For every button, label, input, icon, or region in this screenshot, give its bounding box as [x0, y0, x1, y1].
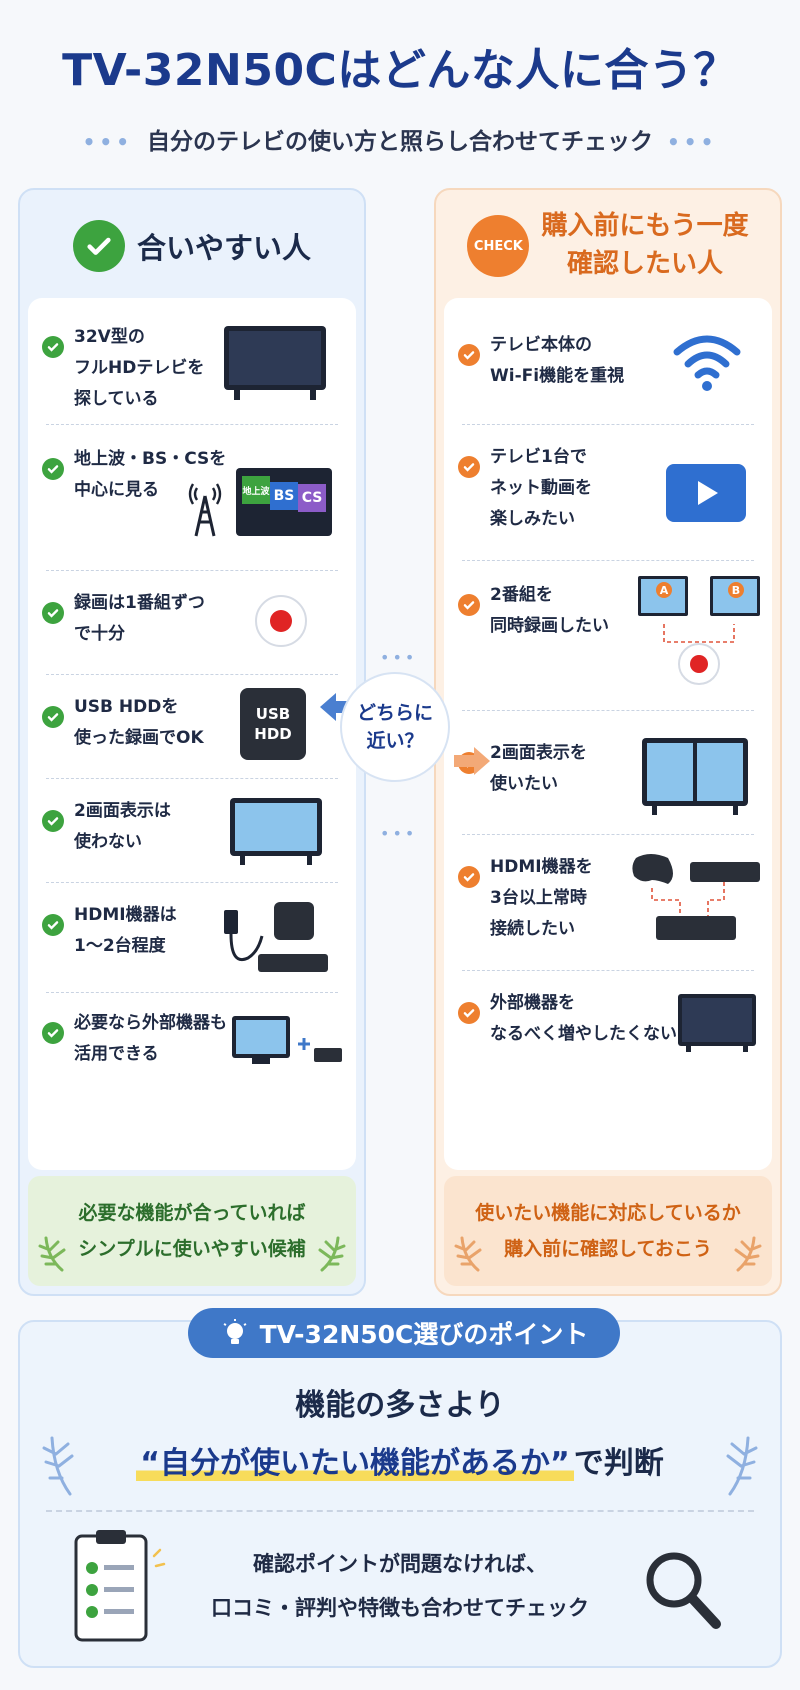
list-item: 外部機器を なるべく増やしたくない: [444, 970, 772, 1082]
left-panel-summary: 必要な機能が合っていれば シンプルに使いやすい候補: [28, 1176, 356, 1286]
check-icon: [72, 220, 125, 272]
magnifier-icon: [646, 1552, 721, 1629]
list-item: 2番組を 同時録画したい A B: [444, 560, 772, 710]
check-icon: [458, 344, 480, 366]
page-subtitle: ••• 自分のテレビの使い方と照らし合わせてチェック •••: [0, 122, 800, 156]
left-panel-header: 合いやすい人: [20, 190, 364, 302]
point-highlight: “自分が使いたい機能があるか”: [136, 1446, 574, 1481]
wifi-icon: [673, 335, 741, 391]
page-title: TV-32N50Cはどんな人に合う？: [62, 45, 738, 96]
video-play-icon: [666, 464, 746, 522]
hdmi-device-icon: [224, 902, 328, 972]
tv-plus-device-icon: [232, 1016, 342, 1064]
list-item: 32V型の フルHDテレビを 探している: [28, 298, 356, 424]
list-item-text: HDMI機器は 1～2台程度: [74, 905, 177, 956]
leaf-icon: [734, 1236, 762, 1272]
point-pill: TV-32N50C選びのポイント: [188, 1308, 620, 1358]
dual-record-icon: [638, 576, 760, 685]
list-item: 地上波・BS・CSを 中心に見る 地上波 BS CS: [28, 424, 356, 570]
list-item: テレビ本体の Wi-Fi機能を重視: [444, 298, 772, 424]
leaf-icon: [726, 1436, 758, 1496]
lightbulb-icon: [223, 1319, 247, 1344]
center-question-bubble: どちらに 近い？: [340, 672, 450, 782]
point-line-3: 確認ポイントが問題なければ、 口コミ・評判や特徴も合わせてチェック: [211, 1552, 589, 1621]
list-item-text: 2番組を 同時録画したい: [490, 585, 609, 636]
usb-hdd-icon: USB HDD: [240, 688, 306, 760]
check-icon: [42, 706, 64, 728]
check-icon: [458, 866, 480, 888]
leaf-icon: [38, 1236, 66, 1272]
right-panel-summary-text: 使いたい機能に対応しているか 購入前に確認しておこう: [475, 1201, 741, 1260]
list-item: HDMI機器は 1～2台程度: [28, 882, 356, 992]
record-icon: [255, 595, 307, 647]
point-line-2: “自分が使いたい機能があるか”で判断: [20, 1438, 780, 1482]
channel-label-b: B: [728, 582, 744, 598]
list-item: 必要なら外部機器も 活用できる: [28, 992, 356, 1102]
subtitle-text: 自分のテレビの使い方と照らし合わせてチェック: [147, 129, 653, 155]
check-icon: [458, 1002, 480, 1024]
list-item-text: 外部機器を なるべく増やしたくない: [490, 993, 677, 1044]
list-item: USB HDDを 使った録画でOK USB HDD: [28, 674, 356, 778]
channel-badge: BS: [270, 482, 298, 510]
broadcast-tv-icon: 地上波 BS CS: [236, 468, 332, 536]
channel-badge: CS: [298, 484, 326, 512]
list-item-text: 録画は1番組ずつ で十分: [74, 593, 205, 644]
point-line-2-rest: で判断: [573, 1446, 664, 1481]
check-icon: [42, 602, 64, 624]
check-icon: [42, 458, 64, 480]
left-panel: 合いやすい人 32V型の フルHDテレビを 探している 地上波・BS・CSを 中…: [18, 188, 366, 1296]
leaf-icon: [318, 1236, 346, 1272]
point-box: TV-32N50C選びのポイント 機能の多さより “自分が使いたい機能があるか”…: [18, 1308, 782, 1668]
center-question-text: どちらに 近い？: [356, 701, 433, 753]
list-item-text: 必要なら外部機器も 活用できる: [74, 1013, 227, 1064]
channel-label-a: A: [656, 582, 672, 598]
list-item: テレビ1台で ネット動画を 楽しみたい: [444, 424, 772, 560]
point-pill-text: TV-32N50C選びのポイント: [259, 1320, 589, 1349]
right-panel-header: CHECK 購入前にもう一度 確認したい人: [436, 190, 780, 302]
game-controller-icon: [632, 854, 760, 940]
check-icon: [458, 456, 480, 478]
list-item-text: 32V型の フルHDテレビを 探している: [74, 327, 205, 409]
right-item-list: テレビ本体の Wi-Fi機能を重視 テレビ1台で ネット動画を 楽しみたい 2番…: [444, 298, 772, 1170]
list-item-text: テレビ本体の Wi-Fi機能を重視: [490, 335, 625, 386]
checklist-clipboard-icon: [74, 1530, 166, 1642]
right-panel-heading: 購入前にもう一度 確認したい人: [541, 211, 749, 279]
list-item-text: 2画面表示は 使わない: [74, 801, 171, 852]
point-line-1: 機能の多さより: [295, 1388, 505, 1423]
decor-dots: •••: [380, 648, 418, 667]
decor-dots: •••: [667, 130, 718, 154]
left-item-list: 32V型の フルHDテレビを 探している 地上波・BS・CSを 中心に見る 地上…: [28, 298, 356, 1170]
check-icon: [42, 914, 64, 936]
tv-icon: [230, 798, 322, 865]
right-panel: CHECK 購入前にもう一度 確認したい人 テレビ本体の Wi-Fi機能を重視 …: [434, 188, 782, 1296]
right-panel-summary: 使いたい機能に対応しているか 購入前に確認しておこう: [444, 1176, 772, 1286]
list-item: 録画は1番組ずつ で十分: [28, 570, 356, 674]
check-icon: [42, 1022, 64, 1044]
check-badge: CHECK: [467, 215, 530, 277]
list-item-text: 地上波・BS・CSを 中心に見る: [74, 449, 227, 500]
list-item: 2画面表示を 使いたい: [444, 710, 772, 834]
check-icon: [42, 810, 64, 832]
arrow-right-icon: [454, 747, 490, 775]
left-panel-heading: 合いやすい人: [136, 231, 311, 265]
leaf-icon: [42, 1436, 74, 1496]
tv-icon: [224, 326, 326, 400]
list-item-text: USB HDDを 使った録画でOK: [74, 697, 204, 748]
decor-dots: •••: [82, 130, 133, 154]
list-item: HDMI機器を 3台以上常時 接続したい: [444, 834, 772, 970]
tv-icon: [678, 994, 756, 1052]
check-icon: [42, 336, 64, 358]
list-item-text: HDMI機器を 3台以上常時 接続したい: [490, 857, 593, 939]
leaf-icon: [454, 1236, 482, 1272]
left-panel-summary-text: 必要な機能が合っていれば シンプルに使いやすい候補: [78, 1201, 306, 1260]
list-item-text: 2画面表示を 使いたい: [490, 743, 587, 794]
decor-dots: •••: [380, 824, 418, 843]
list-item-text: テレビ1台で ネット動画を 楽しみたい: [490, 447, 592, 529]
split-screen-tv-icon: [642, 738, 748, 815]
arrow-left-icon: [320, 693, 356, 721]
broadcast-tower-icon: [188, 483, 222, 537]
list-item: 2画面表示は 使わない: [28, 778, 356, 882]
channel-badge: 地上波: [242, 476, 270, 504]
check-icon: [458, 594, 480, 616]
